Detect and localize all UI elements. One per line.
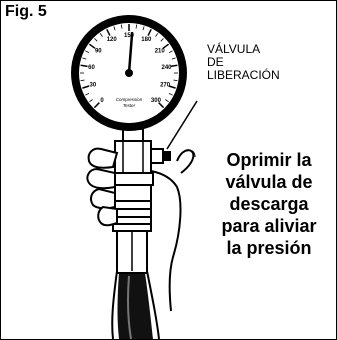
gauge-tick bbox=[80, 64, 88, 68]
gauge-tick bbox=[173, 79, 178, 82]
gauge-scale-label: 90 bbox=[95, 49, 102, 55]
gauge-tick bbox=[94, 38, 98, 42]
gauge-neck bbox=[112, 128, 154, 202]
gauge-tick bbox=[168, 50, 173, 53]
release-valve bbox=[150, 100, 198, 164]
hand bbox=[86, 147, 196, 312]
gauge-scale-label: 150 bbox=[124, 33, 135, 39]
gauge-tick bbox=[85, 93, 90, 96]
gauge-scale-label: 240 bbox=[161, 65, 172, 71]
gauge-tick bbox=[165, 99, 169, 103]
hose bbox=[111, 270, 160, 339]
gauge-scale-label: 270 bbox=[160, 83, 171, 89]
gauge-tick bbox=[80, 79, 85, 82]
gauge-tick bbox=[135, 24, 138, 29]
gauge-tick bbox=[142, 26, 145, 31]
gauge-pivot bbox=[125, 69, 133, 77]
gauge-needle bbox=[127, 31, 134, 75]
gauge-tick bbox=[99, 33, 103, 37]
gauge-tick bbox=[82, 85, 90, 89]
gauge-brand-line1: Compression bbox=[116, 97, 143, 102]
valve-label-leader bbox=[166, 100, 198, 150]
gauge-tick bbox=[106, 28, 111, 36]
instruction-text: Oprimir la válvula de descarga para aliv… bbox=[221, 150, 317, 258]
release-valve-label: VÁLVULA DE LIBERACIÓN bbox=[207, 42, 280, 82]
gauge-tick bbox=[89, 99, 93, 103]
gauge-scale-label: 60 bbox=[88, 65, 95, 71]
gauge-scale-label: 180 bbox=[141, 37, 152, 43]
gauge-tick bbox=[82, 57, 87, 60]
gauge-scale-label: 0 bbox=[100, 98, 104, 104]
gauge-tick bbox=[88, 43, 96, 49]
gauge-tick bbox=[158, 102, 165, 109]
gauge-tick bbox=[168, 93, 173, 96]
hose-coupler bbox=[112, 200, 152, 274]
gauge-tick bbox=[85, 50, 90, 53]
gauge-scale-label: 210 bbox=[155, 49, 166, 55]
gauge-scale-label: 30 bbox=[90, 83, 97, 89]
figure-title: Fig. 5 bbox=[5, 3, 47, 20]
gauge-brand-line2: Tester bbox=[123, 103, 136, 108]
gauge-tick bbox=[93, 102, 100, 109]
gauge-tick bbox=[171, 57, 176, 60]
gauge-scale-label: 120 bbox=[107, 37, 118, 43]
gauge-tick bbox=[170, 64, 178, 68]
gauge-tick bbox=[113, 26, 116, 31]
gauge-tick bbox=[155, 33, 159, 37]
gauge-tick bbox=[160, 38, 164, 42]
gauge-tick bbox=[120, 24, 123, 29]
gauge-tick bbox=[147, 28, 152, 36]
gauge-tick bbox=[162, 43, 170, 49]
gauge-ticks bbox=[80, 24, 178, 109]
gauge-tick bbox=[168, 85, 176, 89]
gauge-scale-label: 300 bbox=[151, 98, 162, 104]
